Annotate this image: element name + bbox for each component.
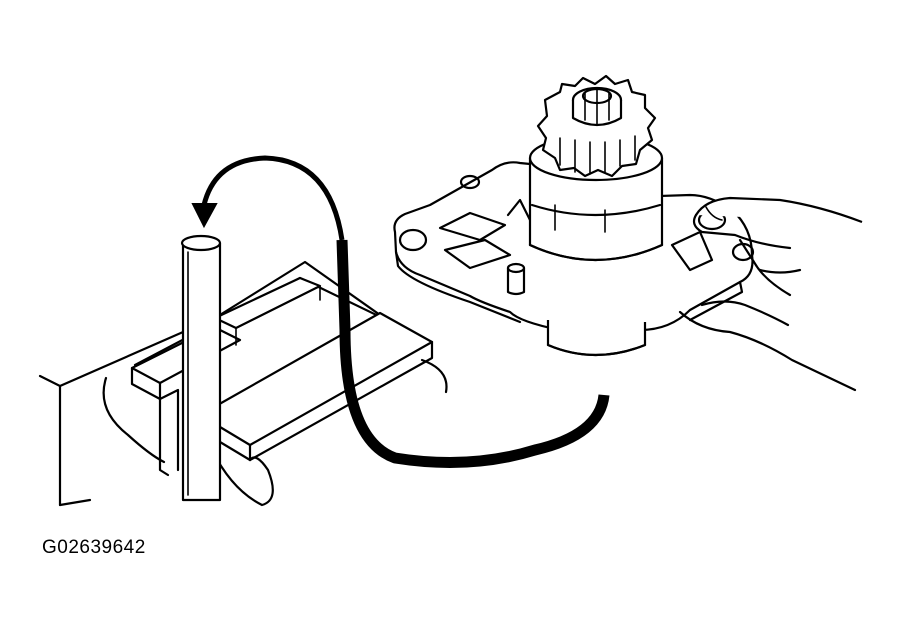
figure-code-label: G02639642 [42,537,146,558]
armature-shaft-rod [180,234,222,502]
technician-hand [678,196,863,392]
pinion-gear [536,74,657,178]
curved-arrow-icon [191,155,610,468]
bench-vise [38,260,448,507]
starter-clutch-assembly [393,74,755,357]
